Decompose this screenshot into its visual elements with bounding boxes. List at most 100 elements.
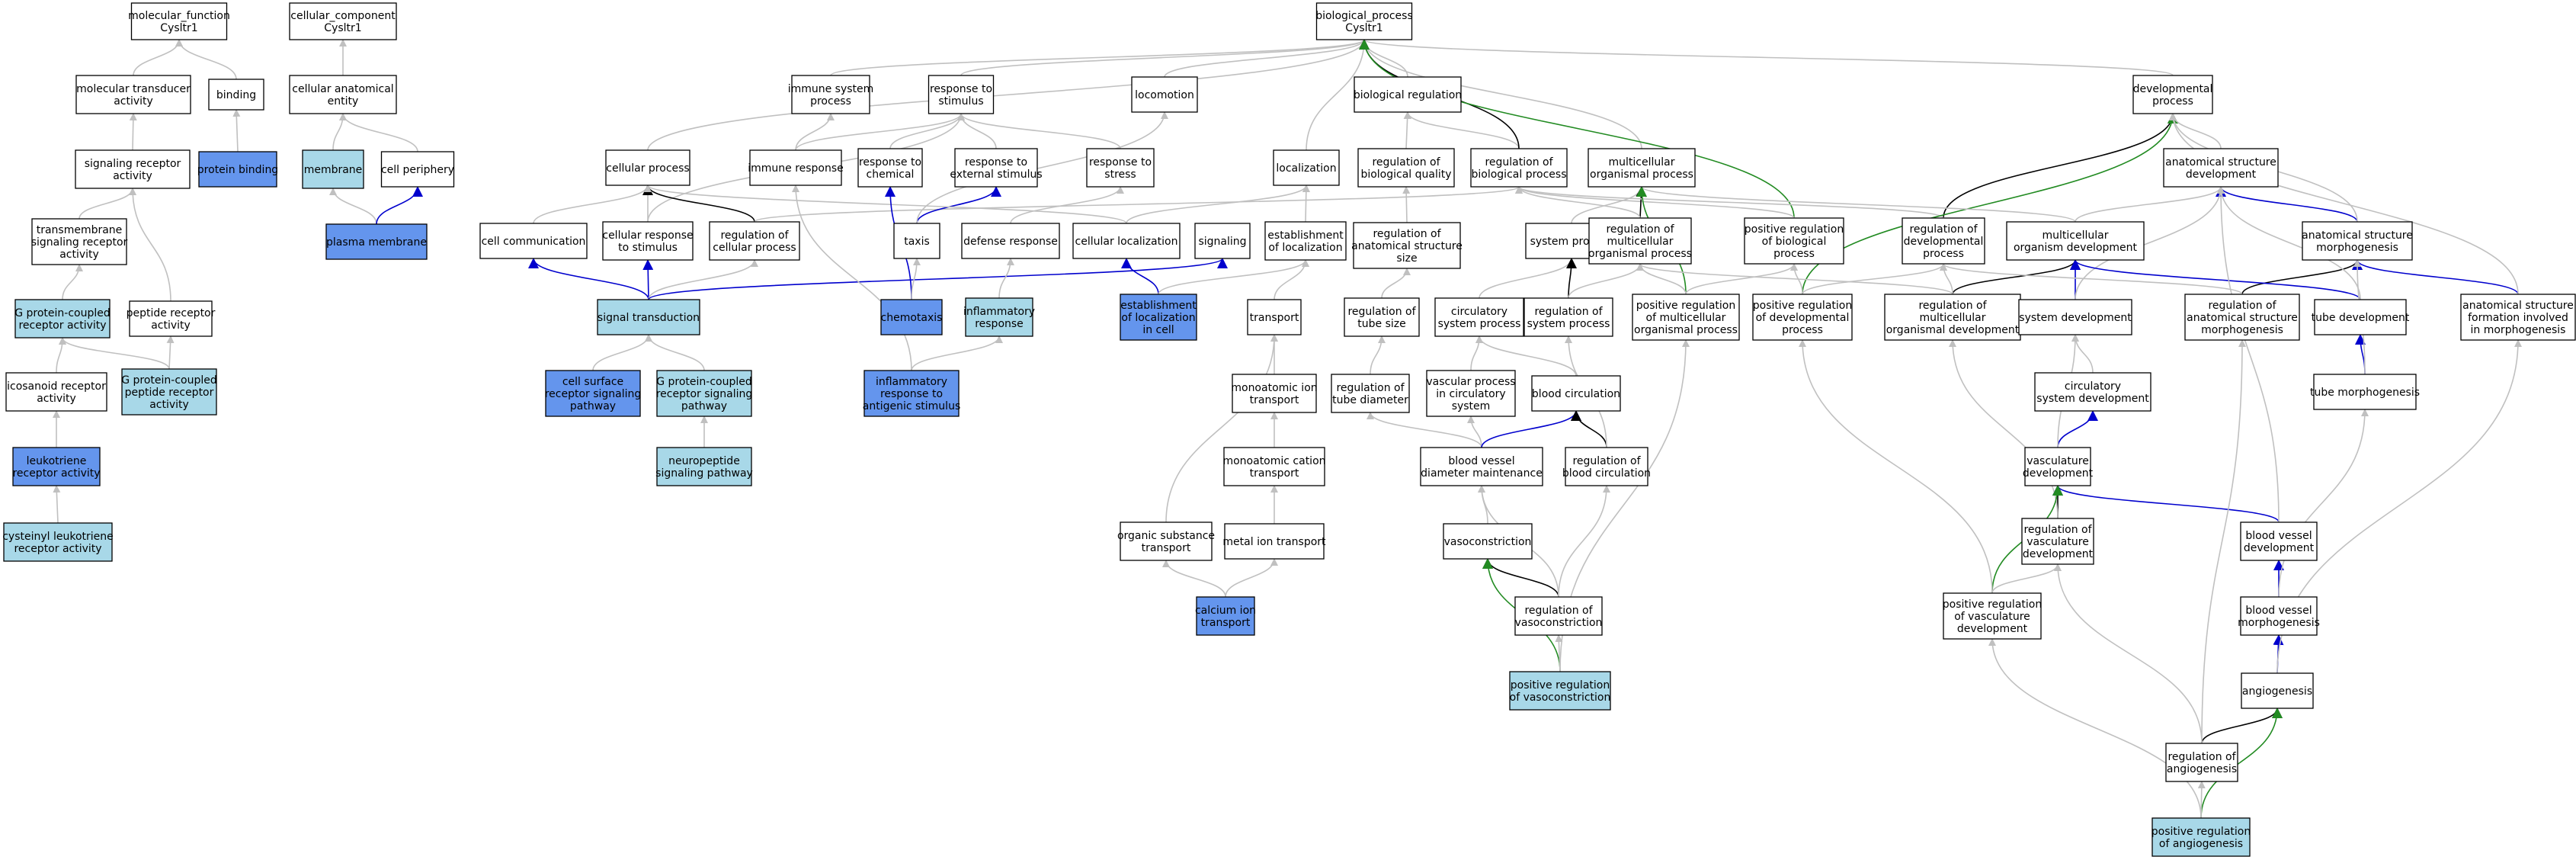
node-cellproc[interactable]: cellular process (605, 149, 690, 186)
node-defresp[interactable]: defense response (961, 223, 1060, 259)
node-vasoconst[interactable]: vasoconstriction (1443, 523, 1533, 560)
node-angio[interactable]: angiogenesis (2241, 672, 2314, 709)
node-box (928, 75, 995, 114)
node-pbind[interactable]: protein binding (197, 151, 278, 188)
node-imresp[interactable]: immune response (748, 149, 844, 186)
node-box (289, 75, 397, 114)
node-metalion[interactable]: metal ion transport (1222, 523, 1326, 560)
node-box (1194, 223, 1251, 259)
edge-eicos-to-gpcr (56, 337, 66, 374)
node-localization[interactable]: localization (1273, 149, 1340, 186)
node-chemotaxis[interactable]: chemotaxis (880, 299, 943, 335)
edge-posregbp-to-regbp (1515, 186, 1795, 219)
node-cellcomm[interactable]: cell communication (479, 223, 588, 259)
node-label-line: regulation of (1485, 156, 1553, 168)
node-bloodcirc[interactable]: blood circulation (1531, 375, 1621, 412)
node-tubemorph[interactable]: tube morphogenesis (2310, 374, 2420, 410)
node-celloc[interactable]: cellular localization (1072, 223, 1181, 259)
node-bioreg[interactable]: biological regulation (1354, 76, 1462, 113)
node-taxis[interactable]: taxis (893, 223, 940, 259)
node-sysdev[interactable]: system development (2018, 299, 2132, 335)
node-binding[interactable]: binding (208, 79, 264, 111)
node-pmem[interactable]: plasma membrane (325, 223, 428, 260)
edge-regmod-to-regdev (1940, 263, 1953, 295)
node-box (954, 148, 1038, 188)
edge-bvdm-to-vascproc (1467, 416, 1482, 448)
node-sigtrans[interactable]: signal transduction (597, 299, 700, 335)
node-signaling[interactable]: signaling (1194, 223, 1251, 259)
node-tubedev[interactable]: tube development (2312, 299, 2410, 335)
node-transport[interactable]: transport (1247, 299, 1302, 335)
node-box (2314, 299, 2407, 335)
node-locomotion[interactable]: locomotion (1131, 76, 1198, 113)
node-box (2302, 221, 2413, 261)
node-membrane[interactable]: membrane (302, 149, 364, 189)
node-cperiph[interactable]: cell periphery (380, 151, 455, 188)
